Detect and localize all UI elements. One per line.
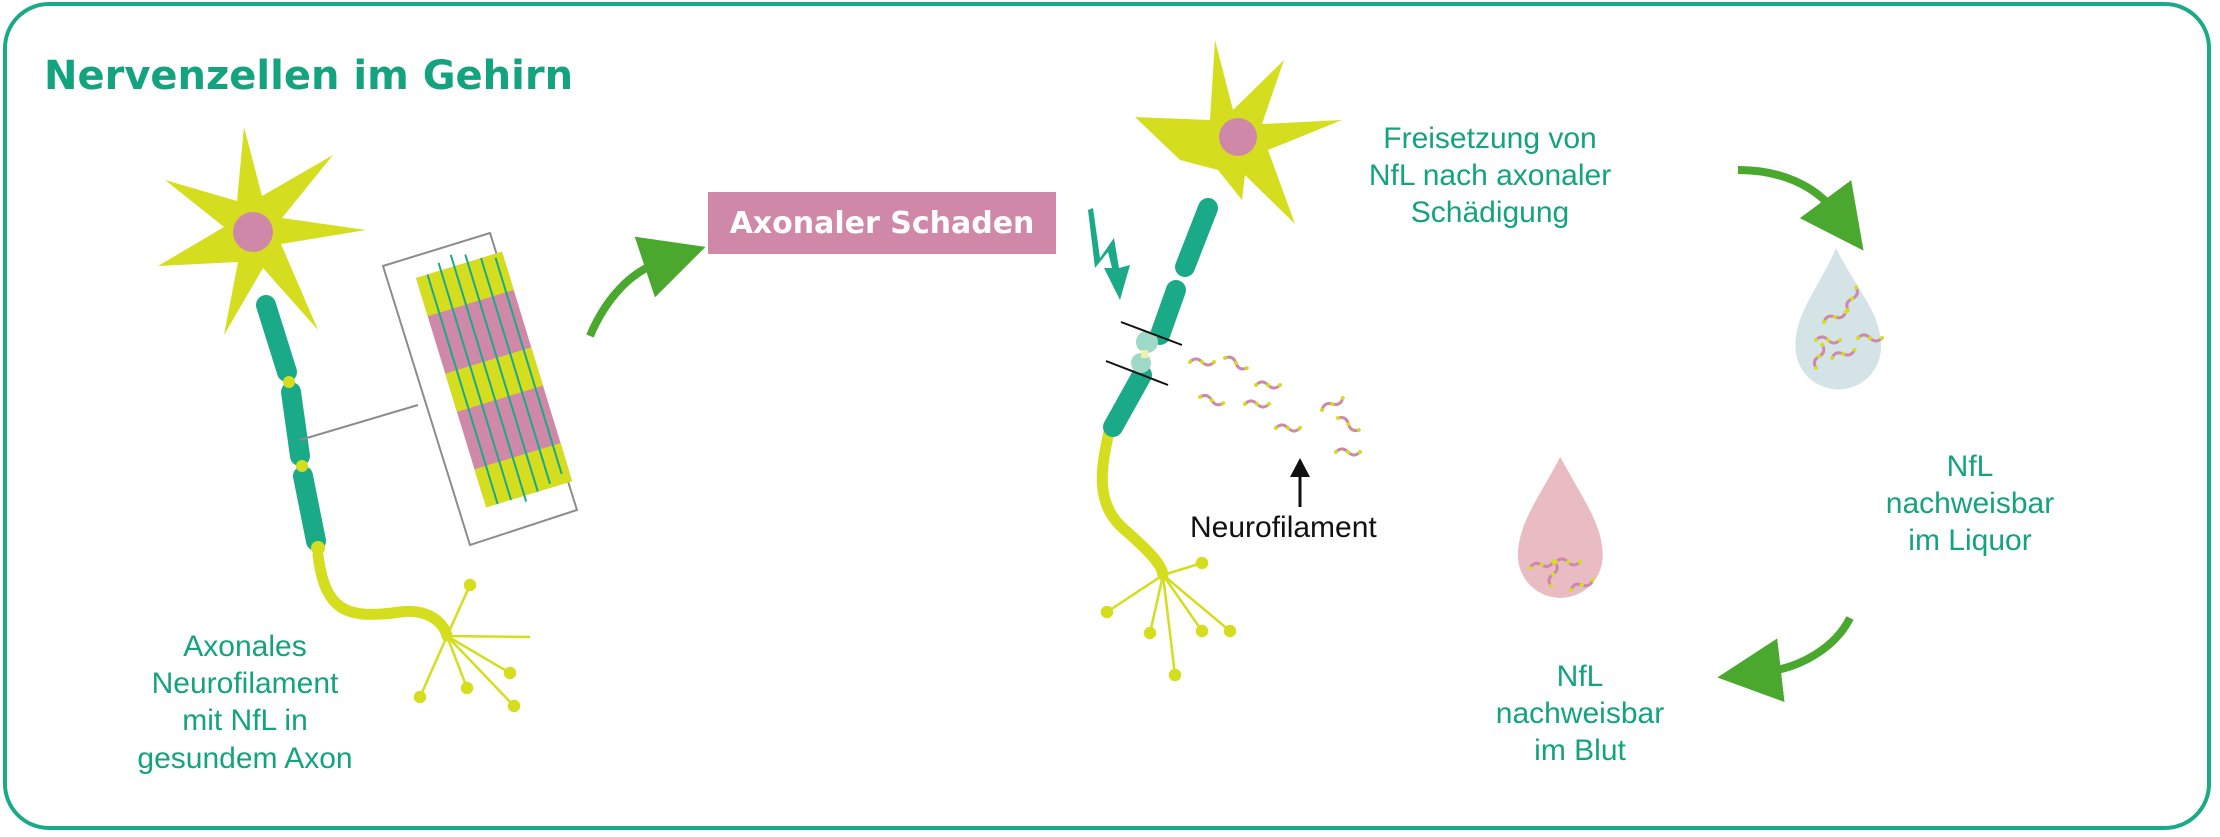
axonal-damage-badge: Axonaler Schaden — [708, 192, 1056, 254]
diagram-frame — [3, 2, 2211, 830]
curved-arrow-icon — [586, 236, 706, 338]
blood-label: NfL nachweisbar im Blut — [1460, 658, 1700, 770]
label-line: NfL — [1946, 450, 1994, 483]
label-line: mit NfL in — [182, 704, 308, 738]
up-arrow-icon — [1290, 458, 1310, 507]
liquor-label: NfL nachweisbar im Liquor — [1850, 448, 2090, 560]
healthy-axon-label: Axonales Neurofilament mit NfL in gesund… — [95, 628, 395, 777]
label-line: Schädigung — [1410, 196, 1570, 230]
blood-droplet-icon — [1517, 456, 1603, 598]
label-line: Neurofilament — [151, 667, 339, 701]
liquor-droplet-icon — [1795, 248, 1886, 390]
label-line: NfL — [1556, 660, 1604, 693]
nfl-release-label: Freisetzung von NfL nach axonaler Schädi… — [1330, 120, 1650, 232]
released-neurofilaments — [1186, 352, 1364, 457]
label-line: nachweisbar — [1885, 487, 2055, 521]
diagram-title: Nervenzellen im Gehirn — [44, 53, 574, 99]
neurofilament-detail-box — [381, 231, 579, 547]
label-line: im Blut — [1534, 734, 1626, 768]
label-line: im Liquor — [1908, 524, 2032, 558]
label-line: Axonales — [183, 630, 307, 663]
curved-arrow-icon — [1717, 616, 1854, 702]
label-line: gesundem Axon — [137, 741, 353, 775]
healthy-neuron — [158, 127, 531, 713]
lightning-bolt-icon — [1088, 208, 1130, 300]
neurofilament-pointer-label: Neurofilament — [1190, 511, 1377, 544]
label-line: NfL nach axonaler — [1368, 159, 1612, 193]
label-line: nachweisbar — [1495, 697, 1665, 731]
damaged-neuron — [1096, 40, 1342, 682]
label-line: Freisetzung von — [1383, 122, 1597, 155]
curved-arrow-icon — [1737, 166, 1864, 251]
